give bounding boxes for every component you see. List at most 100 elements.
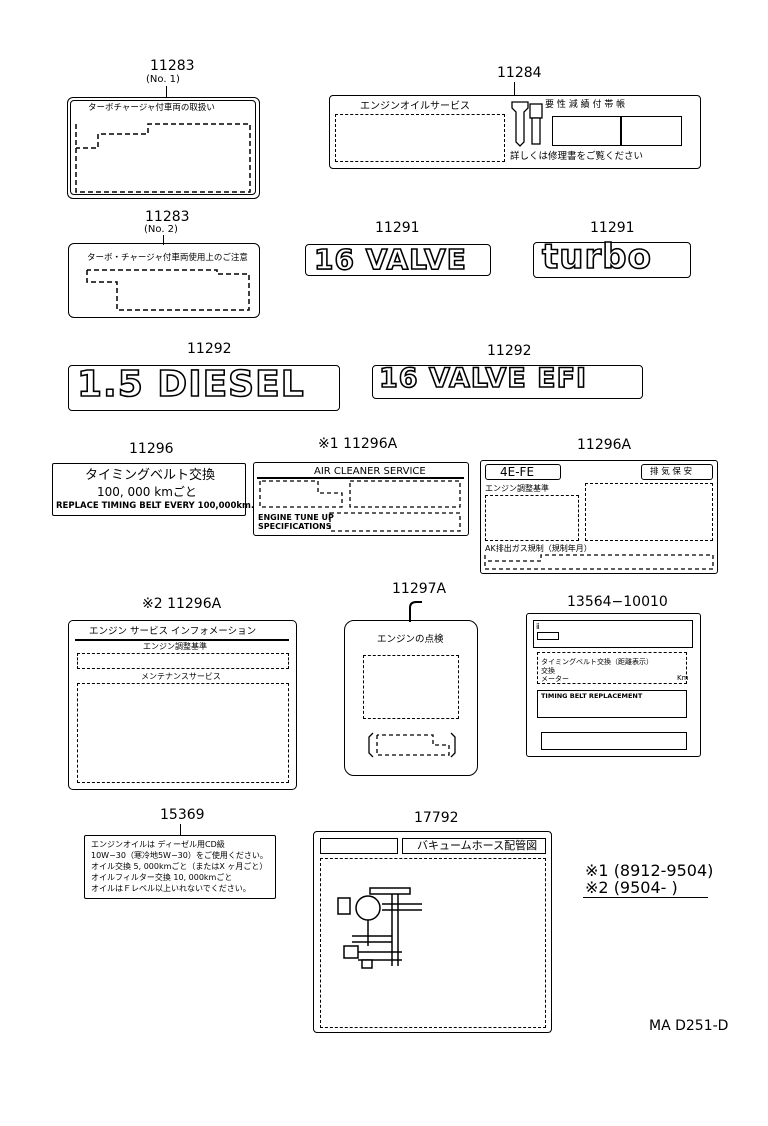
part-number-13564: 13564−10010 [567,594,668,610]
part-number-11284: 11284 [497,65,542,81]
diagram-code: MA D251-D [649,1018,729,1034]
dashed-area [77,683,289,783]
note-2-mark: ※2 [585,878,609,897]
label-inner-border [70,100,256,195]
label-title: ターボ・チャージャ付車両使用上のご注意 [87,253,248,263]
tag-text: 4E-FE [500,465,535,479]
part-number-11283-1: 11283 [150,58,195,74]
tiny-box [537,632,559,640]
part-number-11297a: 11297A [392,581,447,597]
label-11297a: エンジンの点検 [344,620,478,776]
label-sub2: メンテナンスサービス [141,672,221,681]
right-tag-text: 排 気 保 安 [650,467,693,477]
footer-box [541,732,687,750]
label-title: エンジン サービス インフォメーション [89,626,257,637]
dashed-area [363,655,459,719]
divider [257,477,464,479]
label-sub1: エンジン調整基準 [143,642,207,651]
emblem-16-valve-efi: 16 VALVE EFI [372,362,643,399]
label-footer: 詳しくは修理書をご覧ください [510,151,644,162]
wrench-icon [511,101,543,147]
label-row1: タイミングベルト交換（距離表示） [541,658,653,666]
label-11284: エンジンオイルサービス 要 性 減 績 付 帯 帳 詳しくは修理書をご覧ください [329,95,701,169]
part-number-11296: 11296 [129,441,174,457]
tag-box: 4E-FE [485,464,561,480]
divider [583,897,708,898]
part-number-15369: 15369 [160,807,205,823]
left-tag-box [320,838,398,854]
tiny-mark: ⅱ [536,622,540,631]
part-number-11292-b: 11292 [487,343,532,359]
label-row1d: Km [677,674,689,682]
label-row1c: メーター [541,675,569,683]
label-line2: 100, 000 kmごと [97,485,197,499]
label-line1: タイミングベルト交換 [85,468,216,483]
part-number-11296a-r: 11296A [577,437,632,453]
label-11283-2: ターボ・チャージャ付車両使用上のご注意 [68,243,260,318]
right-tag-box: 排 気 保 安 [641,464,713,480]
note-1: ※1 (8912-9504) [585,861,713,880]
part-sub-11283-2: (No. 2) [144,224,178,235]
divider [75,639,289,641]
dashed-area [537,652,687,684]
label-line: 10W−30（寒冷地5W−30）をご使用ください。 [91,851,268,860]
dashed-area [259,480,461,532]
label-11296a-1: AIR CLEANER SERVICE ENGINE TUNE UP SPECI… [253,462,469,536]
label-13564: ⅱ タイミングベルト交換（距離表示） 交換 メーター Km TIMING BEL… [526,613,701,757]
title-box: バキュームホース配管図 [402,838,546,854]
vacuum-hose-schematic [337,887,422,969]
dashed-area [320,858,546,1028]
part-number-17792: 17792 [414,810,459,826]
hook-icon [409,601,422,622]
label-17792: バキュームホース配管図 [313,831,552,1033]
note-2: ※2 (9504- ) [585,878,678,897]
part-number-11291-b: 11291 [590,220,635,236]
dashed-area [77,653,289,669]
dashed-area [335,114,505,162]
label-line: オイル交換 5, 000kmごと（またはX ヶ月ごと） [91,862,268,871]
label-row1b: 交換 [541,667,555,675]
dashed-area [75,123,251,193]
part-sub-11283-1: (No. 1) [146,74,180,85]
note-1-range: (8912-9504) [613,861,714,880]
label-line: エンジンオイルは ディーゼル用CD級 [91,840,225,849]
label-sub2: AK排出ガス規制（規制年月） [485,544,592,553]
dashed-area [585,483,713,541]
leader-line [514,82,515,96]
dashed-area [485,495,579,541]
label-title: ターボチャージャ付車両の取扱い [88,103,215,113]
bottom-box [537,690,687,718]
divider [620,116,622,146]
note-1-mark: ※1 [585,861,609,880]
emblem-turbo: turbo [533,236,691,278]
label-sub1: エンジン調整基準 [485,484,549,493]
emblem-text: 1.5 DIESEL [76,363,305,406]
part-number-11296a-1: ※1 11296A [318,436,398,452]
label-line: オイルはＦレベル以上いれないでください。 [91,884,251,893]
label-left-bottom: ENGINE TUNE UP SPECIFICATIONS [258,513,334,531]
leader-line [163,235,164,245]
part-number-11292-a: 11292 [187,341,232,357]
dashed-area [86,269,250,311]
dashed-area [368,732,456,758]
emblem-text: turbo [541,236,652,278]
leader-line [180,824,181,836]
note-2-range: (9504- ) [613,878,678,897]
label-11296: タイミングベルト交換 100, 000 kmごと REPLACE TIMING … [52,463,254,516]
emblem-text: 16 VALVE EFI [378,362,588,395]
label-15369: エンジンオイルは ディーゼル用CD級 10W−30（寒冷地5W−30）をご使用く… [84,835,276,899]
label-row2: TIMING BELT REPLACEMENT [541,692,643,700]
label-11283-1: ターボチャージャ付車両の取扱い [67,97,260,199]
leader-line [166,86,167,98]
label-right-title: 要 性 減 績 付 帯 帳 [545,100,626,110]
label-title: エンジンの点検 [377,634,444,645]
dashed-area [484,554,714,570]
emblem-15-diesel: 1.5 DIESEL [68,363,340,411]
label-line: オイルフィルター交換 10, 000kmごと [91,873,233,882]
label-11296a-r: 4E-FE 排 気 保 安 エンジン調整基準 AK排出ガス規制（規制年月） [480,460,718,574]
label-right-box [552,116,682,146]
part-number-11291-a: 11291 [375,220,420,236]
label-line3: REPLACE TIMING BELT EVERY 100,000km. [56,501,255,511]
label-title: エンジンオイルサービス [360,101,470,112]
